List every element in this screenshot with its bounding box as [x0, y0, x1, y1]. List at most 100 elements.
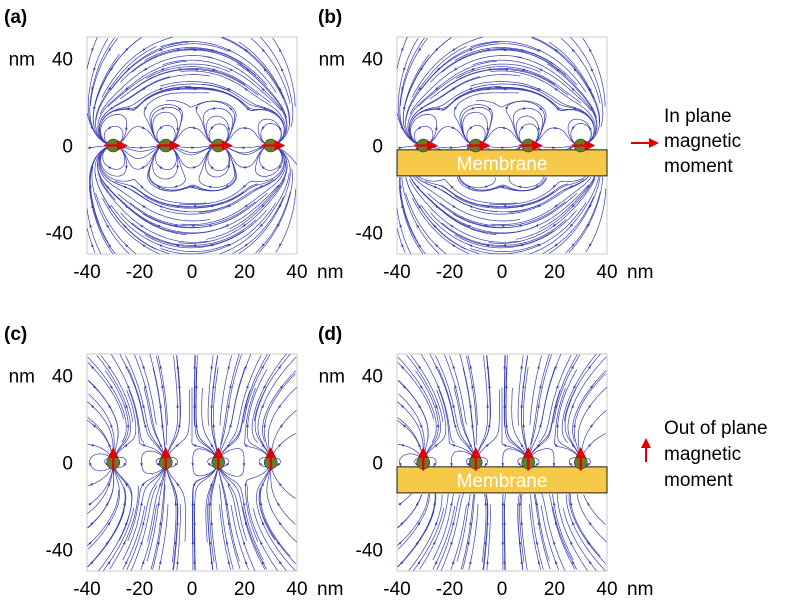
field-arrowhead — [451, 521, 455, 525]
field-arrowhead — [126, 423, 130, 428]
field-line — [529, 127, 580, 147]
field-arrowhead — [535, 462, 539, 467]
field-arrowhead — [501, 501, 505, 506]
field-line — [580, 433, 606, 461]
field-line — [475, 367, 491, 461]
field-line — [517, 494, 524, 571]
field-arrowhead — [450, 463, 453, 467]
y-axis-unit: nm — [9, 50, 35, 71]
field-arrowhead — [142, 403, 145, 408]
field-arrowhead — [504, 68, 508, 71]
membrane — [396, 466, 608, 494]
field-line — [267, 387, 298, 461]
field-arrowhead — [586, 184, 590, 189]
field-arrowhead — [141, 204, 146, 209]
field-line — [530, 494, 544, 570]
field-line — [528, 354, 578, 459]
field-arrowhead — [589, 384, 593, 389]
field-arrowhead — [418, 243, 422, 248]
field-arrowhead — [225, 184, 229, 188]
field-line — [486, 503, 491, 571]
field-arrowhead — [226, 443, 231, 448]
field-arrowhead — [210, 126, 214, 130]
field-arrowhead — [468, 87, 473, 90]
field-arrowhead — [400, 365, 405, 369]
field-arrowhead — [522, 423, 525, 428]
field-arrowhead — [140, 501, 143, 506]
field-arrowhead — [226, 243, 231, 247]
field-arrowhead — [437, 384, 440, 389]
field-arrowhead — [418, 443, 421, 447]
x-tick-label: -20 — [126, 262, 153, 283]
field-line — [532, 36, 595, 99]
field-arrowhead — [556, 68, 560, 72]
field-arrowhead — [139, 224, 144, 228]
field-line — [194, 470, 216, 571]
field-arrowhead — [451, 87, 456, 91]
field-arrowhead — [539, 106, 543, 111]
field-arrowhead — [107, 482, 111, 486]
field-line — [132, 69, 259, 96]
field-line — [95, 37, 142, 103]
field-arrowhead — [227, 521, 231, 525]
field-arrowhead — [418, 204, 422, 209]
field-arrowhead — [141, 482, 145, 487]
field-line — [468, 504, 479, 571]
field-arrowhead — [140, 540, 143, 545]
field-arrowhead — [502, 244, 507, 247]
field-line — [165, 367, 181, 461]
field-arrowhead — [434, 204, 439, 209]
field-arrowhead — [417, 560, 421, 565]
field-arrowhead — [210, 443, 214, 448]
field-line — [420, 354, 455, 444]
field-arrowhead — [435, 48, 439, 52]
field-arrowhead — [175, 443, 180, 448]
field-arrowhead — [591, 67, 594, 72]
field-arrowhead — [108, 404, 112, 408]
field-arrowhead — [157, 540, 160, 545]
field-arrowhead — [244, 126, 248, 130]
field-line — [98, 76, 171, 147]
field-line — [179, 149, 285, 205]
field-line — [194, 355, 218, 459]
field-arrowhead — [590, 106, 594, 111]
field-arrowhead — [261, 126, 265, 131]
field-line — [401, 176, 440, 254]
x-tick-label: 0 — [187, 579, 198, 600]
field-arrowhead — [588, 404, 592, 408]
field-line — [583, 494, 606, 525]
field-arrowhead — [486, 560, 489, 564]
field-arrowhead — [554, 126, 558, 130]
field-arrowhead — [588, 521, 592, 526]
field-line — [521, 355, 529, 445]
field-line — [540, 505, 560, 570]
field-line — [561, 353, 597, 443]
field-line — [88, 150, 114, 255]
field-arrowhead — [571, 48, 575, 52]
field-arrowhead — [417, 126, 422, 130]
field-arrowhead — [160, 67, 165, 71]
field-arrowhead — [571, 365, 574, 369]
field-arrowhead — [210, 521, 214, 525]
x-axis-unit: nm — [317, 262, 343, 283]
y-tick-label: 40 — [52, 50, 73, 71]
field-arrowhead — [229, 384, 232, 389]
field-arrowhead — [503, 364, 506, 369]
field-line — [413, 507, 445, 572]
field-arrowhead — [193, 364, 196, 369]
y-tick-label: -40 — [46, 540, 73, 561]
field-arrowhead — [191, 463, 194, 467]
field-arrowhead — [536, 443, 541, 448]
field-line — [397, 494, 422, 529]
field-arrowhead — [539, 384, 542, 389]
field-arrowhead — [552, 501, 556, 506]
field-line — [405, 37, 452, 103]
field-arrowhead — [208, 501, 212, 506]
field-arrowhead — [554, 48, 558, 52]
field-line — [577, 387, 608, 461]
field-arrowhead — [587, 223, 590, 228]
field-line — [109, 485, 139, 570]
field-arrowhead — [159, 443, 163, 447]
field-arrowhead — [556, 384, 559, 389]
